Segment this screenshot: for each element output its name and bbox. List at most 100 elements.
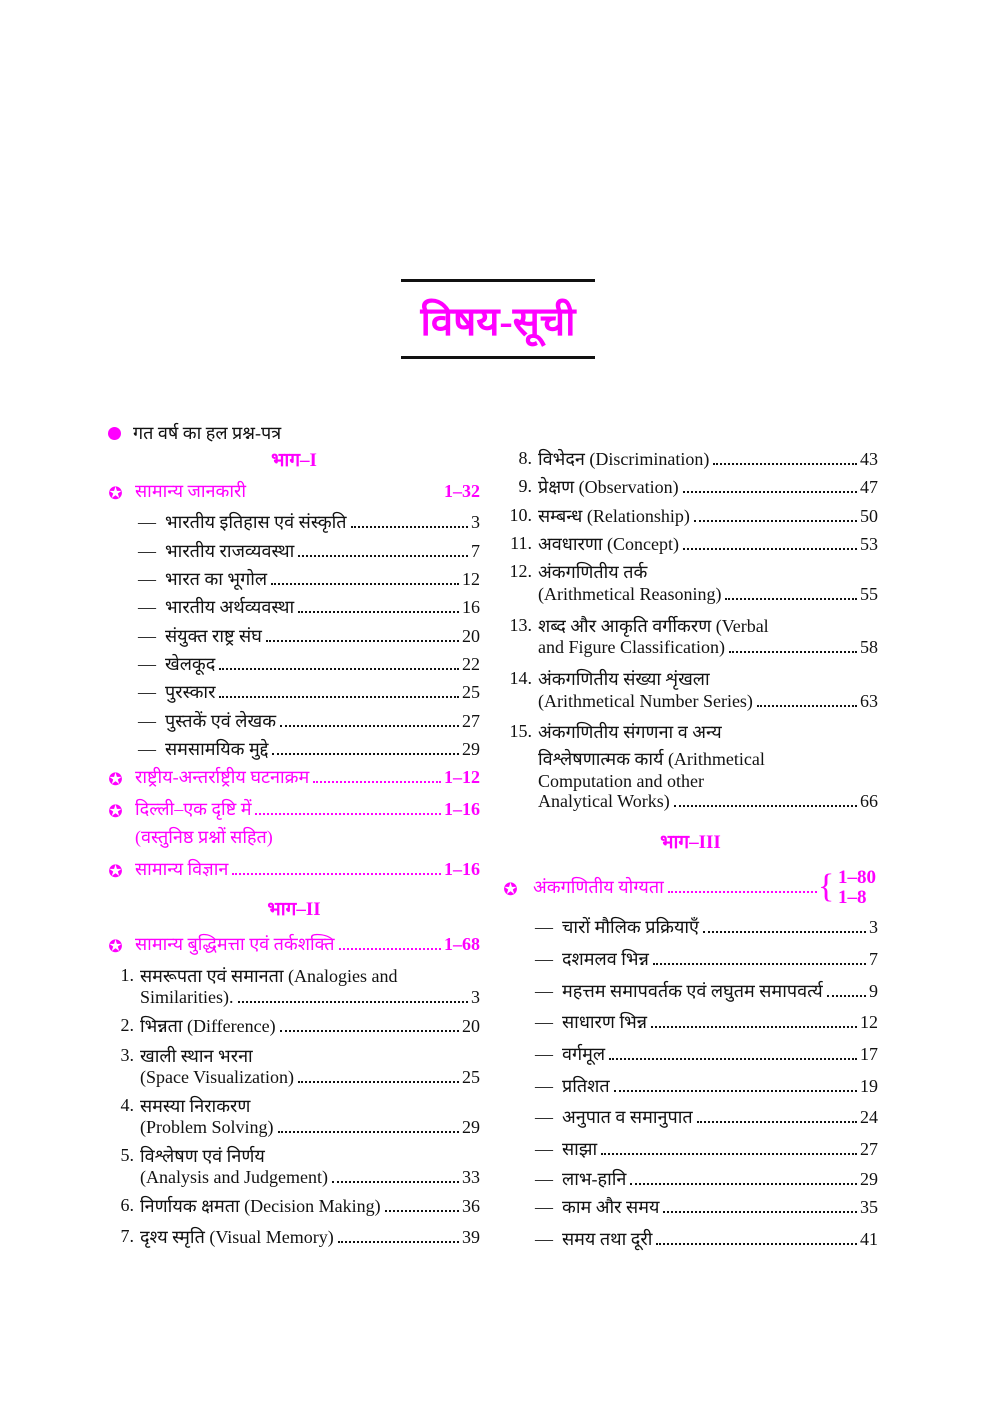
dot-leader	[255, 813, 441, 815]
toc-entry[interactable]: अनुपात व समानुपात 24	[562, 1105, 878, 1129]
entry-number: 10.	[509, 505, 533, 525]
entry-label: प्रेक्षण (Observation)	[538, 477, 679, 497]
entry-page: 29	[462, 739, 480, 759]
toc-entry-line[interactable]: (Arithmetical Number Series)63	[538, 689, 878, 713]
entry-label: भारत का भूगोल	[165, 569, 268, 589]
toc-entry[interactable]: भारतीय इतिहास एवं संस्कृति3	[165, 510, 480, 534]
toc-entry-line[interactable]: प्रेक्षण (Observation) 47	[538, 475, 878, 499]
toc-entry-line[interactable]: निर्णायक क्षमता (Decision Making)36	[140, 1194, 480, 1218]
entry-page: 29	[860, 1169, 878, 1189]
toc-entry-line[interactable]: दृश्य स्मृति (Visual Memory)39	[140, 1225, 480, 1249]
dot-leader	[232, 873, 441, 875]
dash-bullet: —	[138, 512, 156, 532]
entry-label: (Problem Solving)	[140, 1117, 274, 1137]
dot-leader	[682, 491, 857, 493]
toc-entry[interactable]: भारतीय राजव्यवस्था7	[165, 539, 480, 563]
dash-bullet: —	[535, 1197, 553, 1217]
entry-label: Similarities).	[140, 987, 234, 1007]
toc-entry-line[interactable]: Analytical Works)66	[538, 789, 878, 813]
entry-label: and Figure Classification)	[538, 637, 725, 657]
entry-page: 47	[860, 477, 878, 497]
toc-section[interactable]: सामान्य बुद्धिमत्ता एवं तर्कशक्ति1–68	[135, 932, 480, 956]
dot-leader	[280, 725, 459, 727]
toc-entry-line[interactable]: and Figure Classification)58	[538, 635, 878, 659]
entry-label: अनुपात व समानुपात	[562, 1107, 693, 1127]
dot-leader	[313, 781, 441, 783]
entry-label: अवधारणा (Concept)	[538, 534, 680, 554]
entry-number: 11.	[510, 533, 532, 553]
toc-entry[interactable]: समसामयिक मुद्दे 29	[165, 737, 480, 761]
dash-bullet: —	[138, 711, 156, 731]
entry-page: 33	[462, 1167, 480, 1187]
toc-entry-line: अंकगणितीय संगणना व अन्य	[538, 720, 878, 744]
toc-entry-line: विश्लेषण एवं निर्णय	[140, 1144, 480, 1168]
section-page-range: 1–32	[444, 481, 480, 501]
dot-leader	[350, 526, 468, 528]
entry-page: 43	[860, 449, 878, 469]
entry-label: समसामयिक मुद्दे	[165, 739, 269, 759]
toc-entry[interactable]: लाभ-हानि29	[562, 1167, 878, 1191]
entry-number: 15.	[509, 721, 533, 741]
entry-label: पुस्तकें एवं लेखक	[165, 711, 277, 731]
entry-page: 3	[471, 987, 480, 1007]
page-title: विषय-सूची	[420, 298, 576, 344]
section-label: राष्ट्रीय-अन्तर्राष्ट्रीय घटनाक्रम	[135, 767, 310, 787]
section-page-range: 1–8	[838, 887, 867, 908]
entry-page: 9	[869, 981, 878, 1001]
dash-bullet: —	[535, 1229, 553, 1249]
toc-entry[interactable]: भारतीय अर्थव्यवस्था16	[165, 595, 480, 619]
toc-entry[interactable]: साझा27	[562, 1137, 878, 1161]
entry-label: विश्लेषणात्मक कार्य (Arithmetical	[538, 749, 765, 769]
section-label: सामान्य विज्ञान	[135, 859, 229, 879]
entry-label: दशमलव भिन्न	[562, 949, 649, 969]
toc-entry-line[interactable]: Similarities). 3	[140, 985, 480, 1009]
toc-entry-line[interactable]: (Problem Solving)29	[140, 1115, 480, 1139]
entry-number: 8.	[518, 448, 533, 468]
entry-number: 4.	[120, 1095, 135, 1115]
toc-entry-line[interactable]: (Analysis and Judgement)33	[140, 1165, 480, 1189]
toc-section[interactable]: अंकगणितीय योग्यता	[533, 875, 820, 899]
dot-leader	[279, 1030, 459, 1032]
toc-entry-line[interactable]: (Arithmetical Reasoning)55	[538, 582, 878, 606]
toc-entry-line[interactable]: भिन्नता (Difference)20	[140, 1014, 480, 1038]
dot-leader	[272, 753, 459, 755]
entry-page: 16	[462, 597, 480, 617]
entry-page: 24	[860, 1107, 878, 1127]
toc-section[interactable]: सामान्य जानकारी 1–32	[135, 479, 480, 503]
dot-leader	[298, 555, 468, 557]
section-label: सामान्य जानकारी	[135, 481, 247, 501]
toc-entry[interactable]: समय तथा दूरी41	[562, 1227, 878, 1251]
toc-entry-line[interactable]: अवधारणा (Concept)53	[538, 532, 878, 556]
toc-section[interactable]: दिल्ली–एक दृष्टि में1–16	[135, 797, 480, 821]
dot-leader	[271, 583, 459, 585]
section-page-range: 1–16	[444, 799, 480, 819]
star-bullet-icon: ✪	[108, 937, 123, 956]
dot-leader	[656, 1243, 857, 1245]
entry-label: Computation and other	[538, 771, 704, 791]
entry-page: 12	[860, 1012, 878, 1032]
dash-bullet: —	[535, 1076, 553, 1096]
toc-entry-line[interactable]: सम्बन्ध (Relationship)50	[538, 504, 878, 528]
star-bullet-icon: ✪	[503, 880, 518, 899]
toc-entry[interactable]: चारों मौलिक प्रक्रियाएँ3	[562, 915, 878, 939]
entry-number: 7.	[120, 1226, 135, 1246]
title-box: विषय-सूची	[401, 279, 595, 359]
toc-entry-line[interactable]: (Space Visualization)25	[140, 1065, 480, 1089]
entry-page: 17	[860, 1044, 878, 1064]
dot-leader	[673, 805, 857, 807]
toc-entry-line[interactable]: विभेदन (Discrimination)43	[538, 447, 878, 471]
dash-bullet: —	[535, 917, 553, 937]
